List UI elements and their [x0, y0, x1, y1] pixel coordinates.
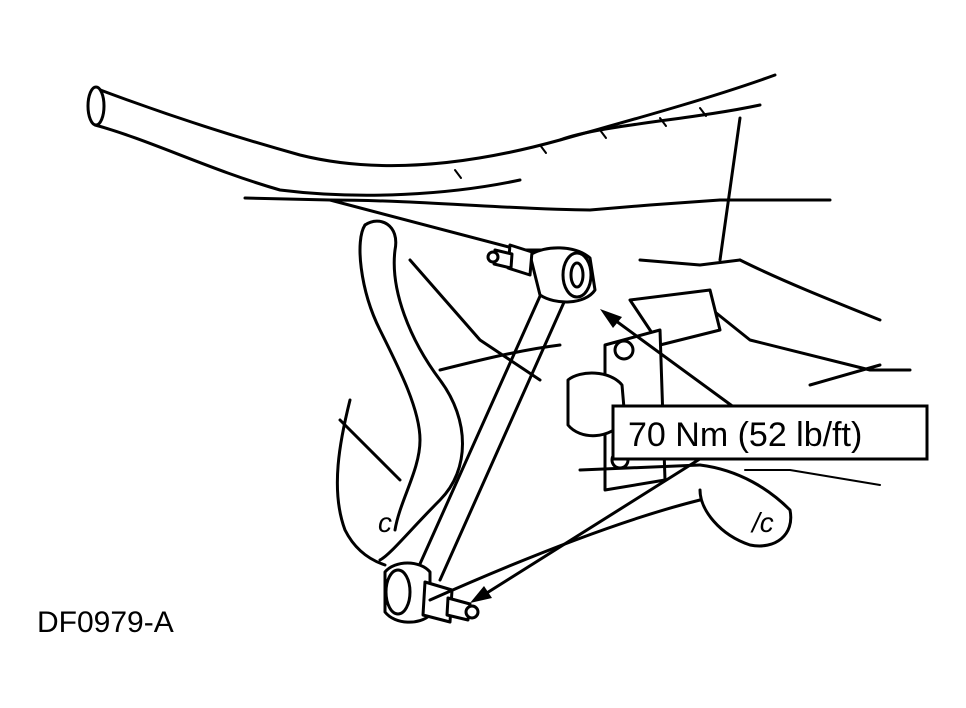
torque-callout: 70 Nm (52 lb/ft) — [611, 404, 929, 461]
stabilizer-link — [413, 283, 567, 582]
figure-id-label: DF0979-A — [37, 606, 174, 639]
stabilizer-bar — [86, 73, 777, 197]
lower-link-bushing — [383, 561, 480, 624]
right-marker: /c — [750, 507, 774, 538]
lower-arm-bracket: c — [335, 219, 464, 567]
torque-label: 70 Nm (52 lb/ft) — [628, 416, 862, 454]
left-marker: c — [378, 507, 392, 538]
callout-leaders — [470, 309, 737, 603]
upper-link-bushing — [486, 243, 597, 304]
upper-arrowhead — [600, 309, 622, 328]
lower-arrowhead — [470, 586, 492, 603]
